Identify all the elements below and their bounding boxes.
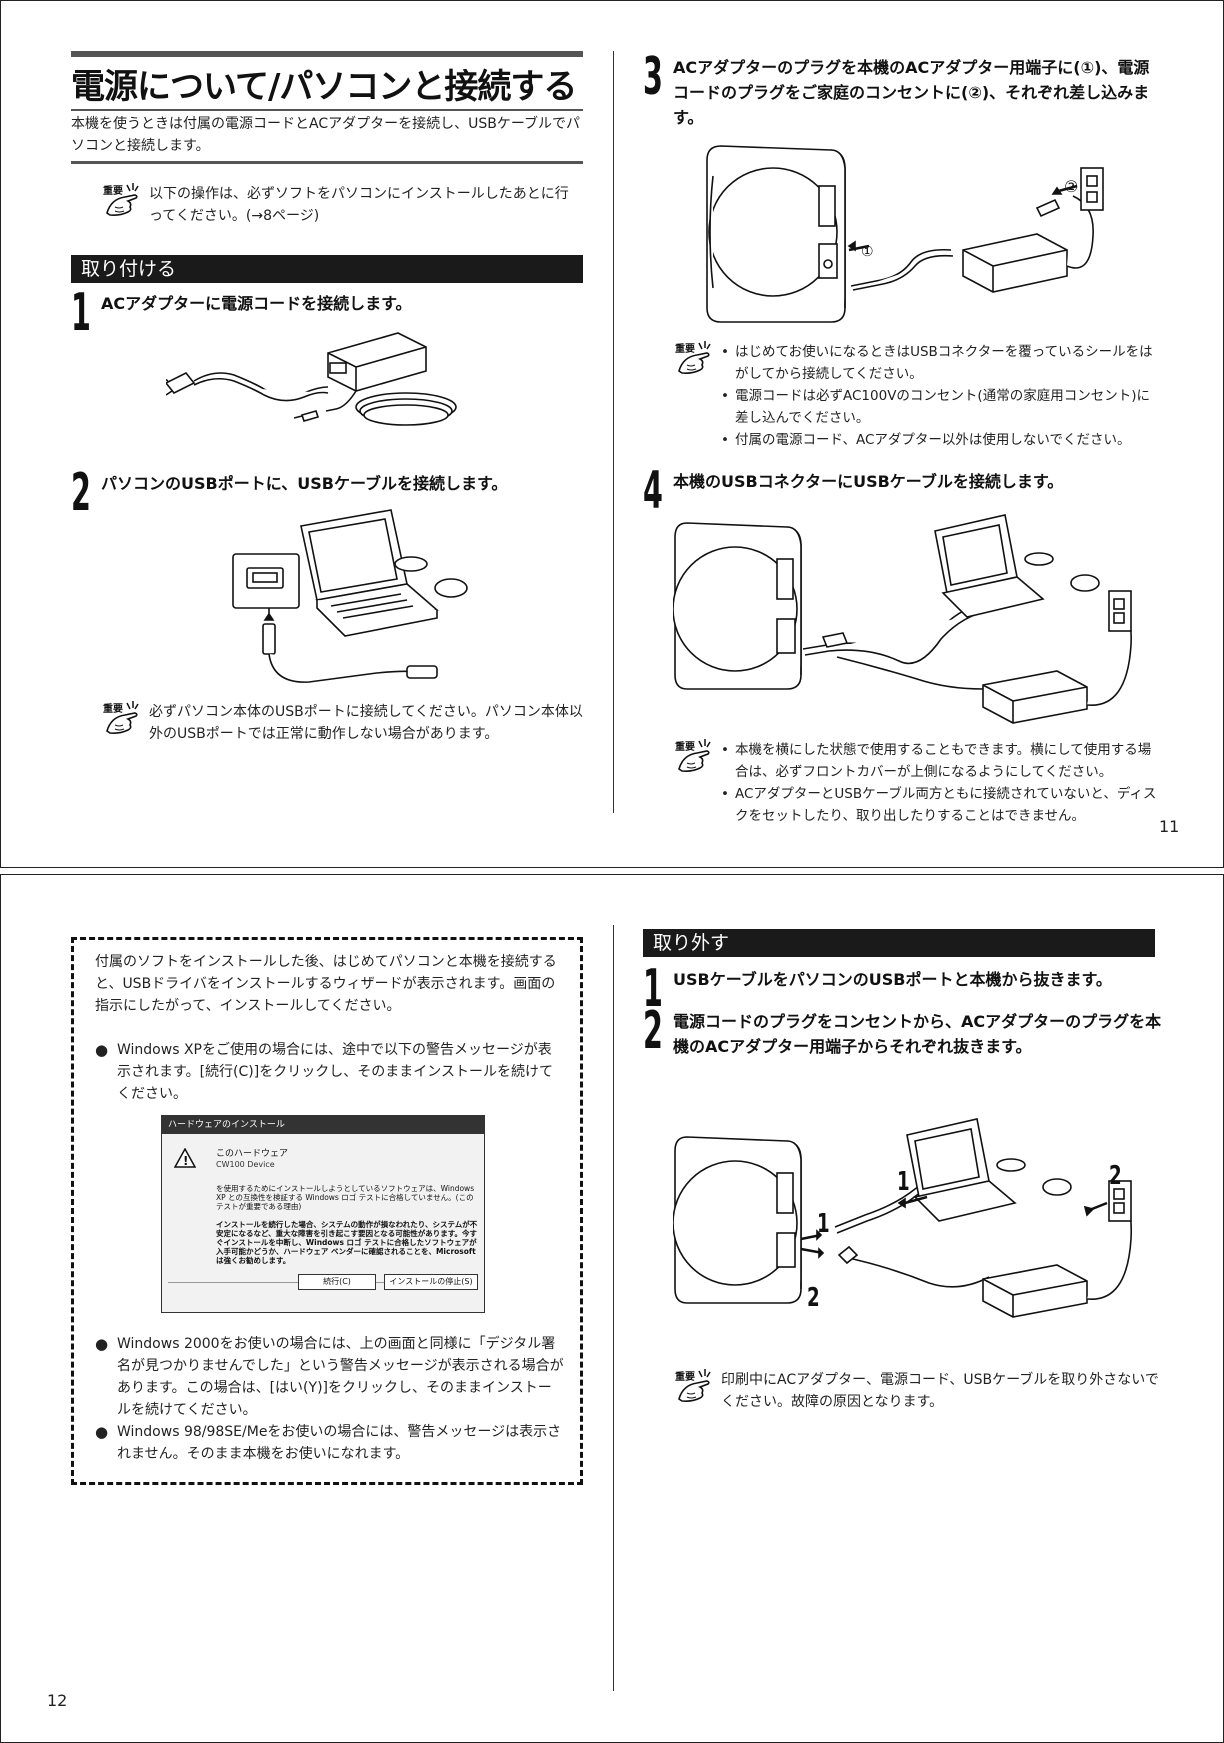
page-12: 付属のソフトをインストールした後、はじめてパソコンと本機を接続すると、USBドラ… <box>0 874 1224 1743</box>
important-hand-icon: 重要 <box>675 1369 711 1402</box>
svg-text:重要: 重要 <box>675 1370 695 1383</box>
intro-rule <box>71 161 583 164</box>
callout-2-outlet: 2 <box>1109 1161 1122 1191</box>
important-note: 重要 はじめてお使いになるときはUSBコネクターを覆っているシールをはがしてから… <box>673 341 1163 451</box>
bullet-text: Windows 2000をお使いの場合には、上の画面と同様に「デジタル署名が見つ… <box>117 1336 564 1418</box>
dialog-message-1: を使用するためにインストールしようとしているソフトウェアは、Windows XP… <box>216 1184 475 1211</box>
step-text: 本機のUSBコネクターにUSBケーブルを接続します。 <box>673 472 1064 491</box>
svg-text:重要: 重要 <box>675 740 695 753</box>
bullet-windows-98: ● Windows 98/98SE/Meをお使いの場合には、警告メッセージは表示… <box>95 1421 565 1465</box>
svg-text:重要: 重要 <box>103 702 123 715</box>
step-number: 2 <box>643 1001 663 1061</box>
column-divider <box>613 51 614 813</box>
info-box <box>71 937 583 1485</box>
step-text: 電源コードのプラグをコンセントから、ACアダプターのプラグを本機のACアダプター… <box>673 1012 1162 1056</box>
step-text: パソコンのUSBポートに、USBケーブルを接続します。 <box>101 474 508 493</box>
power-connection-illustration: ① <box>706 145 1104 323</box>
important-list-item: はじめてお使いになるときはUSBコネクターを覆っているシールをはがしてから接続し… <box>721 341 1161 385</box>
ac-adapter-illustration <box>166 332 457 426</box>
hardware-install-dialog: ハードウェアのインストール ! このハードウェア CW100 Device を使… <box>161 1115 485 1313</box>
remove-step-1: 1 USBケーブルをパソコンのUSBポートと本機から抜きます。 <box>643 961 1163 1017</box>
important-hand-icon: 重要 <box>103 183 139 216</box>
removal-illustration <box>673 1118 1133 1318</box>
important-hand-icon: 重要 <box>675 739 711 772</box>
important-note-text: 以下の操作は、必ずソフトをパソコンにインストールしたあとに行ってください。(→8… <box>149 186 569 224</box>
info-box-intro: 付属のソフトをインストールした後、はじめてパソコンと本機を接続すると、USBドラ… <box>95 954 557 1014</box>
usb-connection-illustration <box>673 514 1132 724</box>
callout-1-usb-unit: 1 <box>817 1209 830 1239</box>
svg-text:①: ① <box>861 244 874 260</box>
important-list-item: 本機を横にした状態で使用することもできます。横にして使用する場合は、必ずフロント… <box>721 739 1161 783</box>
important-list: 本機を横にした状態で使用することもできます。横にして使用する場合は、必ずフロント… <box>721 739 1161 827</box>
important-note: 重要 必ずパソコン本体のUSBポートに接続してください。パソコン本体以外のUSB… <box>101 701 583 751</box>
step-number: 1 <box>71 283 91 343</box>
callout-1-usb-pc: 1 <box>897 1167 910 1197</box>
callout-2-adapter: 2 <box>807 1283 820 1313</box>
important-list: はじめてお使いになるときはUSBコネクターを覆っているシールをはがしてから接続し… <box>721 341 1161 451</box>
bullet-windows-2000: ● Windows 2000をお使いの場合には、上の画面と同様に「デジタル署名が… <box>95 1333 565 1421</box>
section-remove: 取り外す <box>643 929 1155 957</box>
step-number: 4 <box>643 461 663 521</box>
page-title: 電源について/パソコンと接続する <box>71 67 577 107</box>
step-number: 2 <box>71 463 91 523</box>
important-list-item: 電源コードは必ずAC100Vのコンセント(通常の家庭用コンセント)に差し込んでく… <box>721 385 1161 429</box>
bullet-windows-xp: ● Windows XPをご使用の場合には、途中で以下の警告メッセージが表示され… <box>95 1039 565 1105</box>
page-number: 12 <box>47 1691 68 1710</box>
important-list-item: ACアダプターとUSBケーブル両方ともに接続されていないと、ディスクをセットした… <box>721 783 1161 827</box>
step-text: USBケーブルをパソコンのUSBポートと本機から抜きます。 <box>673 970 1112 989</box>
stop-install-button[interactable]: インストールの停止(S) <box>384 1274 478 1290</box>
intro-text: 本機を使うときは付属の電源コードとACアダプターを接続し、USBケーブルでパソコ… <box>71 116 581 154</box>
bullet-mark: ● <box>95 1041 109 1059</box>
step-1: 1 ACアダプターに電源コードを接続します。 <box>71 285 583 341</box>
dialog-title: ハードウェアのインストール <box>162 1116 484 1134</box>
title-rule-top <box>71 51 583 57</box>
important-note: 重要 以下の操作は、必ずソフトをパソコンにインストールしたあとに行ってください。… <box>101 183 583 233</box>
section-attach: 取り付ける <box>71 255 583 283</box>
important-note-text: 必ずパソコン本体のUSBポートに接続してください。パソコン本体以外のUSBポート… <box>149 704 583 742</box>
important-note: 重要 印刷中にACアダプター、電源コード、USBケーブルを取り外さないでください… <box>673 1369 1163 1429</box>
step-number: 1 <box>643 959 663 1019</box>
step-number: 3 <box>643 47 663 107</box>
laptop-usb-illustration <box>232 509 468 683</box>
bullet-text: Windows XPをご使用の場合には、途中で以下の警告メッセージが表示されます… <box>117 1042 553 1102</box>
dialog-message-2: インストールを続行した場合、システムの動作が損なわれたり、システムが不安定になる… <box>216 1220 478 1265</box>
svg-text:重要: 重要 <box>675 342 695 355</box>
important-list-item: 付属の電源コード、ACアダプター以外は使用しないでください。 <box>721 429 1161 451</box>
remove-step-2: 2 電源コードのプラグをコンセントから、ACアダプターのプラグを本機のACアダプ… <box>643 1003 1163 1069</box>
column-divider <box>613 925 614 1691</box>
dialog-device-name: CW100 Device <box>216 1160 275 1169</box>
page-number: 11 <box>1159 817 1180 836</box>
important-note-text: 印刷中にACアダプター、電源コード、USBケーブルを取り外さないでください。故障… <box>721 1372 1159 1410</box>
important-hand-icon: 重要 <box>103 701 139 734</box>
bullet-mark: ● <box>95 1335 109 1353</box>
dialog-body: ! このハードウェア CW100 Device を使用するためにインストールしよ… <box>162 1134 484 1283</box>
dialog-heading: このハードウェア <box>216 1149 289 1159</box>
svg-text:重要: 重要 <box>103 184 123 197</box>
svg-text:!: ! <box>183 1154 188 1168</box>
bullet-mark: ● <box>95 1423 109 1441</box>
title-rule-bottom <box>71 109 583 111</box>
page-11: 電源について/パソコンと接続する 本機を使うときは付属の電源コードとACアダプタ… <box>0 0 1224 868</box>
continue-button[interactable]: 続行(C) <box>298 1274 376 1290</box>
callout-2: ② <box>1064 177 1079 196</box>
step-text: ACアダプターに電源コードを接続します。 <box>101 294 412 313</box>
step-2: 2 パソコンのUSBポートに、USBケーブルを接続します。 <box>71 465 583 521</box>
important-note: 重要 本機を横にした状態で使用することもできます。横にして使用する場合は、必ずフ… <box>673 739 1163 829</box>
step-4: 4 本機のUSBコネクターにUSBケーブルを接続します。 <box>643 463 1163 519</box>
step-3: 3 ACアダプターのプラグを本機のACアダプター用端子に(①)、電源コードのプラ… <box>643 49 1163 135</box>
important-hand-icon: 重要 <box>675 341 711 374</box>
warning-icon: ! <box>174 1148 196 1168</box>
bullet-text: Windows 98/98SE/Meをお使いの場合には、警告メッセージは表示され… <box>117 1424 562 1462</box>
step-text: ACアダプターのプラグを本機のACアダプター用端子に(①)、電源コードのプラグを… <box>673 58 1150 127</box>
